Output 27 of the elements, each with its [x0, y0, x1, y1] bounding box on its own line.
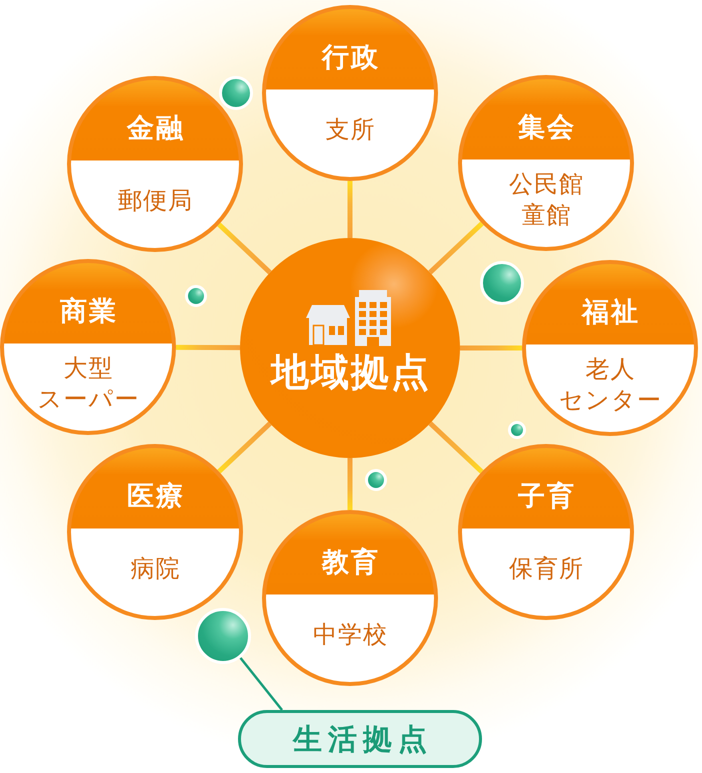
facility-text: 保育所 — [508, 553, 584, 584]
circle-heading: 福祉 — [580, 296, 640, 329]
connector-line — [217, 422, 272, 474]
callout-text: 生活拠点 — [291, 722, 433, 756]
connector-line — [460, 346, 522, 350]
connector-line — [217, 222, 272, 274]
circle-heading: 医療 — [126, 480, 185, 513]
connector-line — [348, 458, 352, 510]
facility-text: 公民館童館 — [508, 168, 585, 231]
circle-heading: 子育 — [517, 480, 576, 513]
circle-heading: 行政 — [320, 42, 380, 74]
circle-heading: 教育 — [320, 546, 380, 579]
circle-heading: 商業 — [59, 296, 118, 328]
connector-line — [428, 421, 484, 474]
circle-heading: 集会 — [516, 112, 576, 144]
facility-text: 大型スーパー — [36, 352, 140, 415]
circle-heading: 金融 — [126, 112, 185, 145]
facility-text: 支所 — [324, 114, 376, 146]
facility-text: 郵便局 — [117, 185, 193, 216]
connector-line — [176, 344, 240, 350]
facility-text: 老人センター — [558, 354, 663, 416]
facility-text: 病院 — [130, 553, 180, 584]
facility-text: 中学校 — [312, 619, 388, 650]
connector-line — [348, 181, 352, 238]
connector-line — [428, 222, 484, 274]
leader-line — [239, 657, 283, 711]
hub-heading: 地域拠点 — [269, 350, 431, 394]
